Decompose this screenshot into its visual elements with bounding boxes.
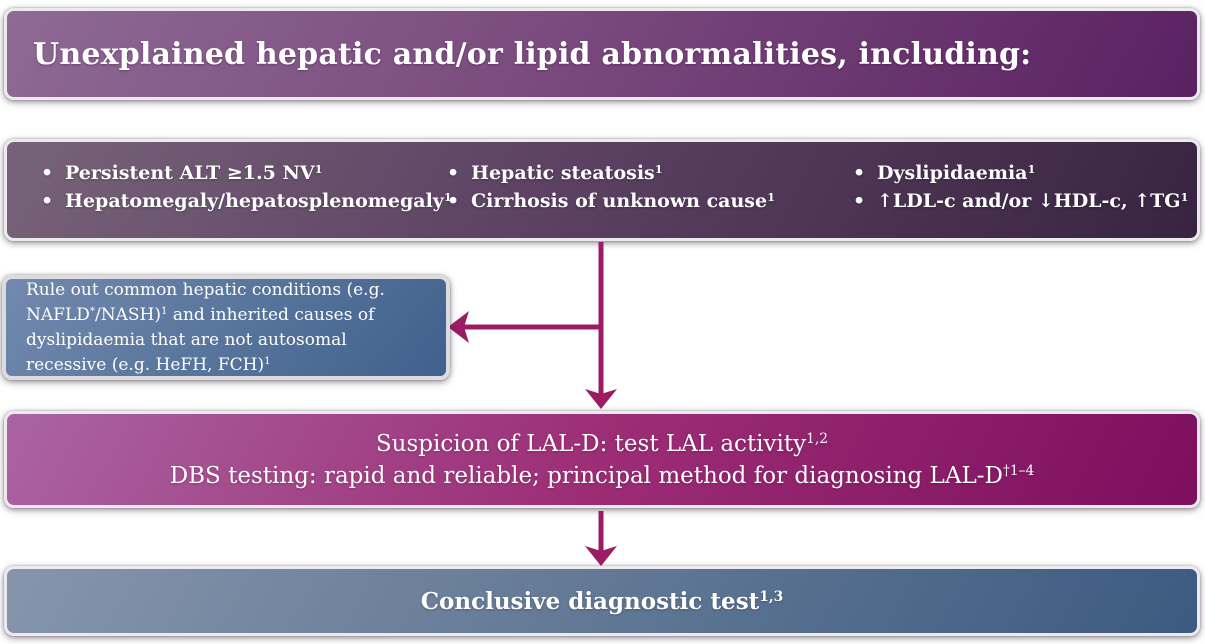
criteria-item-ldl-hdl-tg: ↑LDL-c and/or ↓HDL-c, ↑TG1 — [853, 187, 1188, 215]
conclusive-box: Conclusive diagnostic test1,3 — [4, 566, 1200, 636]
criteria-column-liver-signs: Persistent ALT ≥1.5 NV1 Hepatomegaly/hep… — [41, 142, 452, 232]
criteria-item-alt: Persistent ALT ≥1.5 NV1 — [41, 159, 452, 187]
criteria-item-cirrhosis: Cirrhosis of unknown cause1 — [447, 187, 775, 215]
criteria-item-dyslipidaemia: Dyslipidaemia1 — [853, 159, 1188, 187]
criteria-box: Persistent ALT ≥1.5 NV1 Hepatomegaly/hep… — [4, 139, 1200, 241]
conclusive-text: Conclusive diagnostic test1,3 — [420, 587, 784, 615]
title-text: Unexplained hepatic and/or lipid abnorma… — [33, 36, 1032, 72]
rule-out-text: Rule out common hepatic conditions (e.g.… — [26, 279, 385, 375]
criteria-column-steatosis: Hepatic steatosis1 Cirrhosis of unknown … — [447, 142, 775, 232]
title-box: Unexplained hepatic and/or lipid abnorma… — [4, 8, 1200, 100]
suspicion-line-2: DBS testing: rapid and reliable; princip… — [169, 462, 1035, 489]
criteria-item-hepatomegaly: Hepatomegaly/hepatosplenomegaly1 — [41, 187, 452, 215]
criteria-column-lipids: Dyslipidaemia1 ↑LDL-c and/or ↓HDL-c, ↑TG… — [853, 142, 1188, 232]
rule-out-box: Rule out common hepatic conditions (e.g.… — [2, 275, 450, 380]
arrow-left-to-rule-out — [448, 311, 601, 343]
suspicion-line-1: Suspicion of LAL-D: test LAL activity1,2 — [375, 430, 829, 457]
arrow-down-to-conclusive — [585, 511, 617, 566]
criteria-item-steatosis: Hepatic steatosis1 — [447, 159, 775, 187]
arrow-down-to-suspicion — [585, 242, 617, 409]
suspicion-box: Suspicion of LAL-D: test LAL activity1,2… — [4, 411, 1200, 508]
